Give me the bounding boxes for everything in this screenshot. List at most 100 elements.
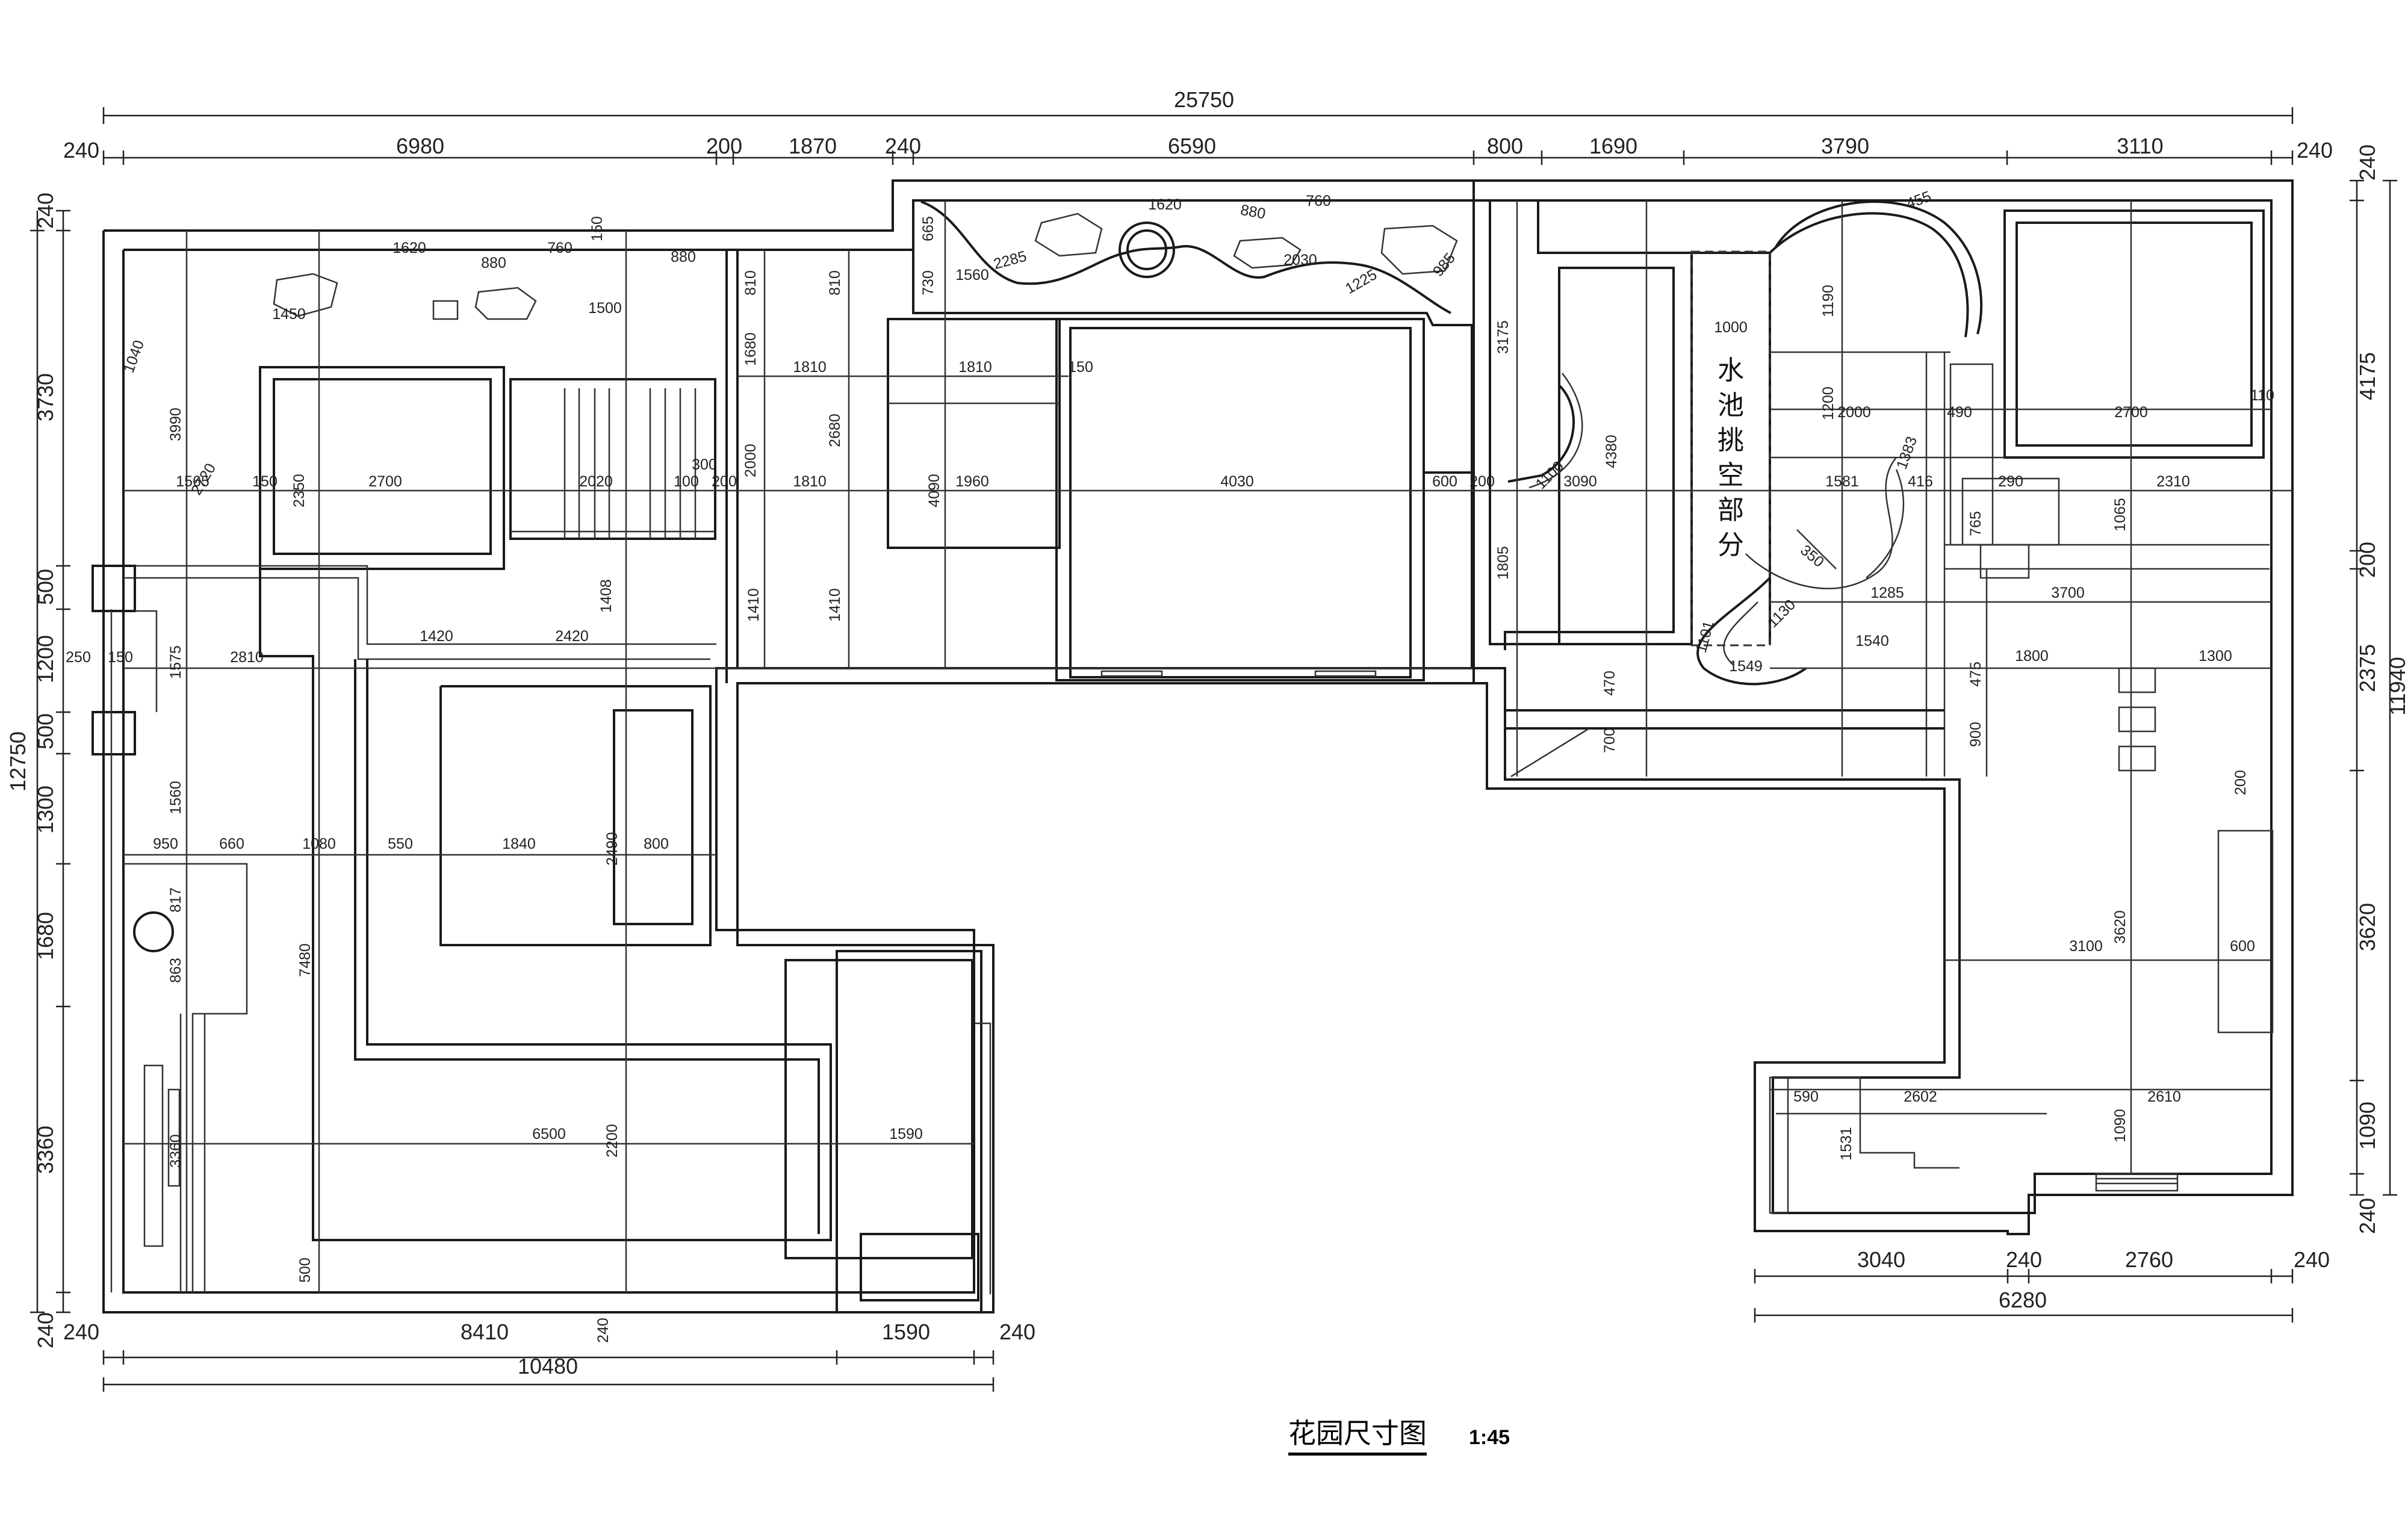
dim-inner: 1190 <box>1820 285 1837 317</box>
dim-inner: 2000 <box>742 444 759 477</box>
dim-inner: 200 <box>1469 473 1495 490</box>
dim-1680-left: 1680 <box>33 912 58 960</box>
dim-6980: 6980 <box>396 134 444 158</box>
dim-inner: 455 <box>1904 188 1934 212</box>
dim-240-bot-r3: 240 <box>2294 1247 2330 1272</box>
dim-25750: 25750 <box>1174 87 1234 112</box>
dim-4175: 4175 <box>2355 352 2380 400</box>
dim-inner: 1560 <box>167 781 184 814</box>
dim-inner: 1960 <box>955 473 989 490</box>
dim-inner: 2200 <box>604 1124 621 1158</box>
left-dimension-chain <box>30 209 70 1313</box>
dim-inner: 730 <box>920 270 937 296</box>
dim-500-left-2: 500 <box>33 713 58 749</box>
dim-1300-left: 1300 <box>33 786 58 834</box>
dim-inner: 250 <box>66 649 91 666</box>
pool-label-char: 部 <box>1718 495 1744 526</box>
dim-inner: 590 <box>1793 1088 1819 1105</box>
dim-inner: 2700 <box>2114 404 2148 421</box>
dim-inner: 1800 <box>2015 648 2049 665</box>
dim-inner: 600 <box>1432 473 1457 490</box>
dim-inner: 2310 <box>2156 473 2190 490</box>
pool-label: 水 池 挑 空 部 分 <box>1718 355 1744 560</box>
dim-3620-right: 3620 <box>2355 903 2380 951</box>
dim-240-bot-right: 240 <box>999 1320 1035 1344</box>
dim-inner: 3175 <box>1495 320 1512 354</box>
dim-inner: 550 <box>388 836 413 852</box>
dim-inner: 100 <box>674 473 699 490</box>
dim-inner: 800 <box>644 836 669 852</box>
dim-inner: 2810 <box>230 649 264 666</box>
dim-inner: 817 <box>167 887 184 913</box>
dim-inner: 3360 <box>167 1134 184 1168</box>
dim-inner: 880 <box>481 255 506 271</box>
dim-240-bot-left: 240 <box>63 1320 99 1344</box>
dim-inner: 985 <box>1430 250 1459 280</box>
dim-inner: 1540 <box>1855 633 1889 650</box>
dim-inner: 880 <box>1239 202 1267 223</box>
outer-walls <box>102 179 2294 1313</box>
dim-inner: 475 <box>1967 662 1984 687</box>
dim-inner: 2030 <box>1283 252 1317 268</box>
dim-240-left-top: 240 <box>33 193 58 229</box>
drawing-title: 花园尺寸图 <box>1288 1412 1427 1456</box>
dim-inner: 1300 <box>2199 648 2232 665</box>
dim-240-bot-mid: 240 <box>595 1318 612 1343</box>
dim-inner: 1408 <box>598 579 615 613</box>
dim-3040: 3040 <box>1857 1247 1905 1272</box>
dim-inner: 4090 <box>926 474 943 507</box>
dim-inner: 810 <box>827 270 843 296</box>
dim-inner: 880 <box>671 249 696 265</box>
dim-800-top: 800 <box>1487 134 1523 158</box>
center-rooms <box>725 200 1473 683</box>
dim-inner: 4030 <box>1220 473 1254 490</box>
dim-inner: 760 <box>547 240 573 256</box>
right-dimension-chain <box>2350 179 2397 1196</box>
dim-inner: 1575 <box>167 645 184 679</box>
dim-inner: 490 <box>1947 404 1972 421</box>
pool-label-char: 池 <box>1718 390 1744 421</box>
dim-240-bot-r2: 240 <box>2006 1247 2042 1272</box>
dim-inner: 290 <box>1998 473 2023 490</box>
dim-inner: 3700 <box>2051 585 2085 601</box>
dim-3730: 3730 <box>33 373 58 421</box>
dim-inner: 500 <box>297 1258 314 1283</box>
dim-inner: 1000 <box>1714 319 1748 336</box>
dim-inner: 470 <box>1601 671 1618 696</box>
dim-2375: 2375 <box>2355 644 2380 692</box>
dim-3790: 3790 <box>1821 134 1869 158</box>
dim-inner: 1560 <box>955 267 989 284</box>
dim-inner: 4380 <box>1603 435 1620 468</box>
dim-240-top-left: 240 <box>63 138 99 163</box>
dim-1200-left: 1200 <box>33 635 58 683</box>
dim-inner: 700 <box>1601 728 1618 753</box>
dim-inner: 1065 <box>2112 498 2129 532</box>
dim-240-top-right: 240 <box>2297 138 2333 163</box>
dim-inner: 1840 <box>502 836 536 852</box>
dim-inner: 2680 <box>827 414 843 447</box>
dim-inner: 2420 <box>555 628 589 645</box>
dim-inner: 600 <box>2230 938 2255 955</box>
dim-inner: 1450 <box>272 306 306 323</box>
dim-inner: 7480 <box>297 943 314 977</box>
dim-3360-left: 3360 <box>33 1126 58 1174</box>
dim-inner: 863 <box>167 958 184 983</box>
dim-10480: 10480 <box>518 1354 578 1379</box>
dim-inner: 2020 <box>579 473 613 490</box>
dim-inner: 110 <box>2250 387 2274 404</box>
dim-inner: 1810 <box>793 473 827 490</box>
dim-inner: 1680 <box>742 332 759 366</box>
dim-2760: 2760 <box>2125 1247 2173 1272</box>
dim-inner: 1810 <box>958 359 992 376</box>
dim-inner: 3100 <box>2069 938 2103 955</box>
dim-inner: 1100 <box>1532 457 1567 492</box>
top-dimension-chain <box>102 107 2294 165</box>
dim-200-right: 200 <box>2355 542 2380 578</box>
dim-11940: 11940 <box>2385 657 2408 715</box>
pool-label-char: 分 <box>1718 530 1744 560</box>
dim-inner: 2700 <box>368 473 402 490</box>
dim-inner: 6500 <box>532 1126 566 1143</box>
dim-inner: 150 <box>1068 359 1093 376</box>
dim-inner: 2610 <box>2147 1088 2181 1105</box>
dim-inner: 1810 <box>793 359 827 376</box>
